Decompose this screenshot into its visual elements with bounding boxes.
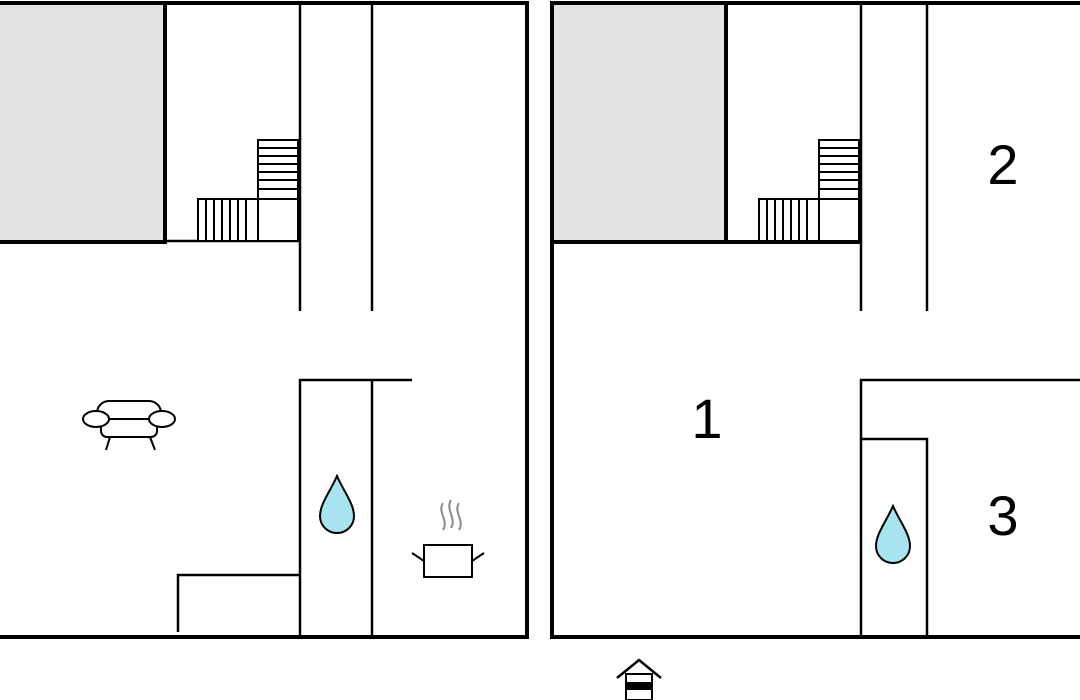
entrance-house-icon [616,658,662,700]
room-label-3: 3 [987,484,1018,547]
water-drop-icon [318,473,356,535]
cooking-pot-icon [411,499,485,578]
staircase [758,139,860,242]
outer-wall [0,1,529,639]
water-drop-icon [874,503,912,565]
staircase [197,139,299,242]
ground-floor-plan [0,1,529,639]
void-area [0,3,165,242]
outer-wall [550,1,1080,639]
bathroom-wall [861,437,929,637]
room-label-1: 1 [691,387,722,450]
upper-floor-plan: 1 2 3 [550,1,1080,639]
sofa-icon [82,400,176,451]
room-3-wall [859,378,1080,637]
bathroom-wall [298,378,412,637]
void-area [552,3,726,242]
counter-wall [176,573,300,632]
room-label-2: 2 [987,133,1018,196]
